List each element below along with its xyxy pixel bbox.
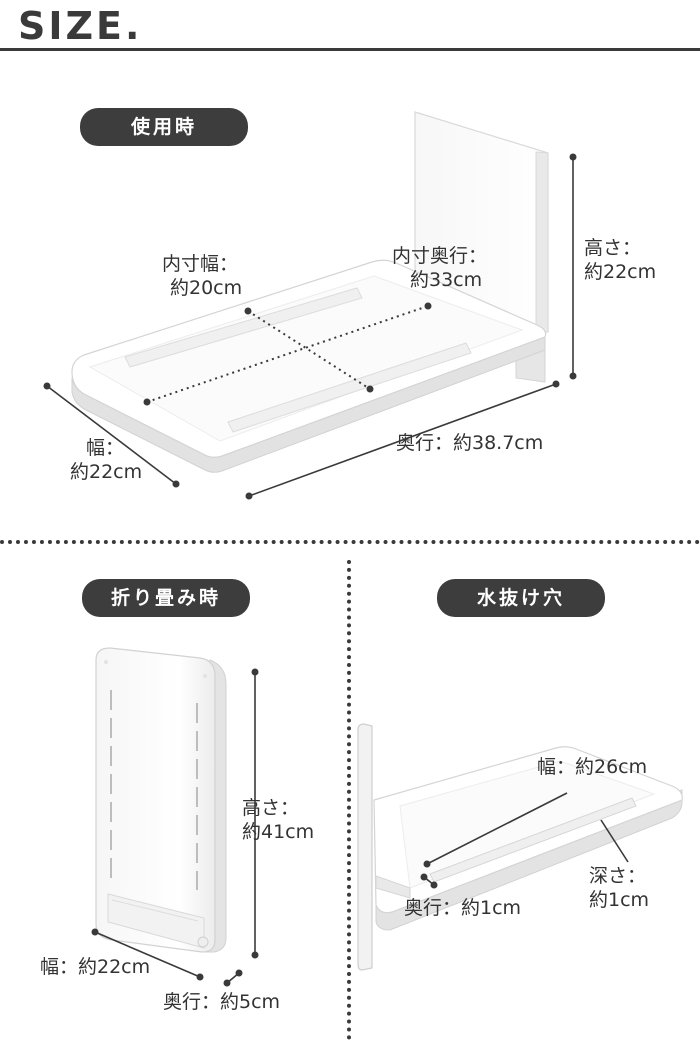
folded-width-label: 幅：約22cm: [40, 956, 151, 978]
width-label-line2: 約22cm: [70, 461, 143, 483]
inner-depth-label-line1: 内寸奥行：: [392, 245, 488, 267]
drain-width-label: 幅：約26cm: [537, 756, 648, 778]
width-label-line1: 幅：: [86, 437, 125, 459]
in-use-badge: 使用時: [80, 108, 248, 146]
drain-hole-illustration: [357, 723, 683, 971]
section-divider-horizontal: [0, 540, 700, 544]
section-divider-vertical: [347, 560, 351, 1040]
folded-badge: 折り畳み時: [82, 579, 250, 617]
folded-height-label-line2: 約41cm: [242, 821, 315, 843]
width-label: 幅： 約22cm: [70, 436, 142, 484]
drain-deep-label: 深さ： 約1cm: [589, 864, 649, 912]
page-title: SIZE.: [18, 4, 143, 48]
folded-depth-label: 奥行：約5cm: [163, 991, 281, 1013]
folded-height-label-line1: 高さ：: [242, 797, 300, 819]
in-use-shelf-illustration: [71, 111, 549, 473]
title-underline: [0, 48, 700, 51]
drain-hole-badge: 水抜け穴: [437, 579, 605, 617]
height-label-line2: 約22cm: [584, 261, 657, 283]
inner-depth-label-line2: 約33cm: [410, 269, 483, 291]
folded-shelf-illustration: [95, 647, 227, 953]
drain-dimension-lines: [420, 792, 629, 889]
height-label: 高さ： 約22cm: [584, 236, 656, 284]
drain-hole-depth-label: 奥行：約1cm: [404, 897, 522, 919]
inner-width-label: 内寸幅： 約20cm: [162, 252, 242, 300]
folded-dimension-lines: [91, 668, 259, 987]
in-use-dimension-lines: [43, 153, 577, 500]
inner-depth-label: 内寸奥行： 約33cm: [392, 244, 487, 292]
depth-label: 奥行：約38.7cm: [396, 432, 544, 454]
folded-height-label: 高さ： 約41cm: [242, 796, 314, 844]
inner-width-label-line2: 約20cm: [170, 277, 243, 299]
height-label-line1: 高さ：: [584, 237, 642, 259]
drain-deep-label-line1: 深さ：: [589, 865, 647, 887]
inner-width-label-line1: 内寸幅：: [162, 253, 239, 275]
drain-deep-label-line2: 約1cm: [589, 889, 650, 911]
